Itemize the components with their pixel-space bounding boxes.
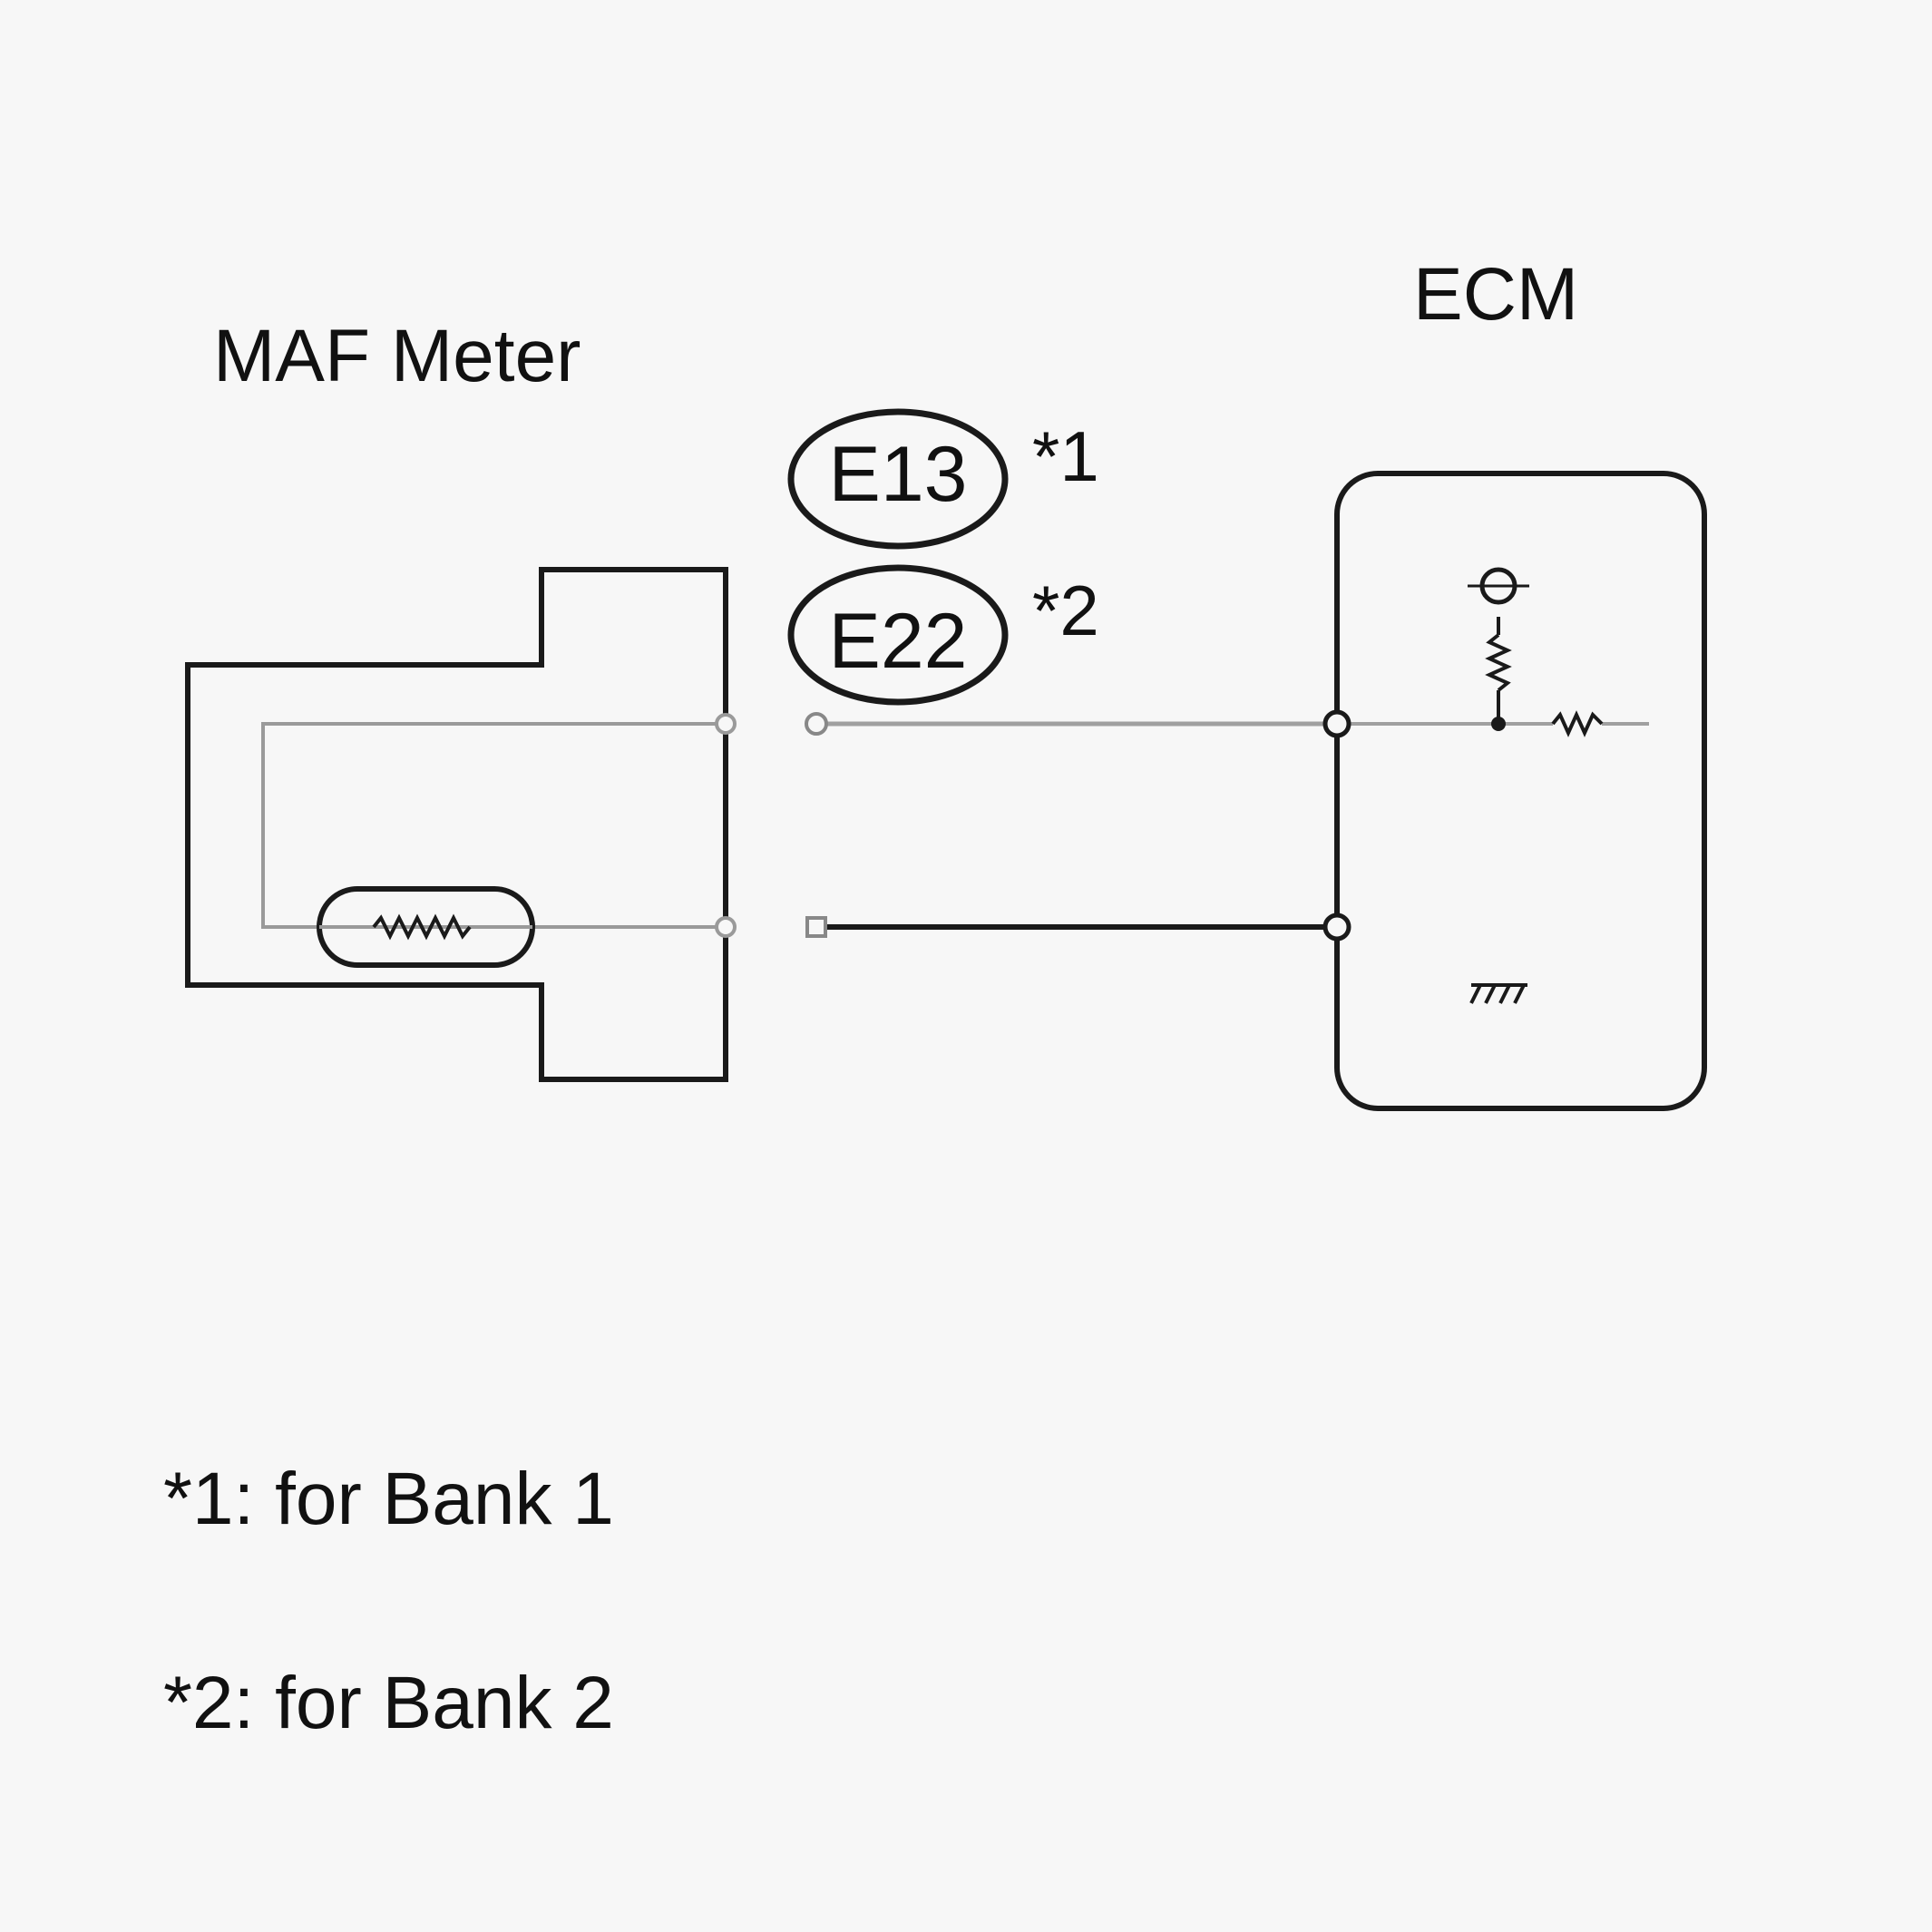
maf-meter-label: MAF Meter [213, 315, 581, 397]
connector-e13-note: *1 [1032, 416, 1099, 496]
junction-dot [1491, 717, 1506, 731]
maf-internal-wiring [261, 722, 726, 929]
ecm-box [1334, 471, 1707, 1111]
maf-meter-housing [185, 567, 728, 1082]
ecm-label: ECM [1413, 253, 1578, 336]
resistor-icon [372, 913, 472, 941]
ecm-internal-circuit [1337, 567, 1649, 1004]
ecm-terminal-upper [1322, 709, 1351, 738]
connector-e13: E13 [787, 408, 1009, 550]
harness-terminal-lower [805, 916, 827, 938]
footnote-bank-2: *2: for Bank 2 [163, 1662, 614, 1744]
connector-e22: E22 [787, 564, 1009, 706]
ground-symbol-icon [1469, 983, 1527, 1004]
connector-e22-note: *2 [1032, 571, 1099, 650]
maf-terminal-upper [715, 713, 737, 735]
ecm-series-resistor-icon [1551, 710, 1604, 737]
ecm-pullup-resistor-icon [1485, 633, 1512, 692]
maf-terminal-lower [715, 916, 737, 938]
footnote-bank-1: *1: for Bank 1 [163, 1458, 614, 1540]
connector-e13-id: E13 [828, 431, 967, 518]
harness-terminal-upper [805, 712, 828, 736]
connector-e22-id: E22 [828, 598, 967, 685]
hot-wire-element [317, 886, 535, 968]
ecm-terminal-lower [1322, 912, 1351, 942]
